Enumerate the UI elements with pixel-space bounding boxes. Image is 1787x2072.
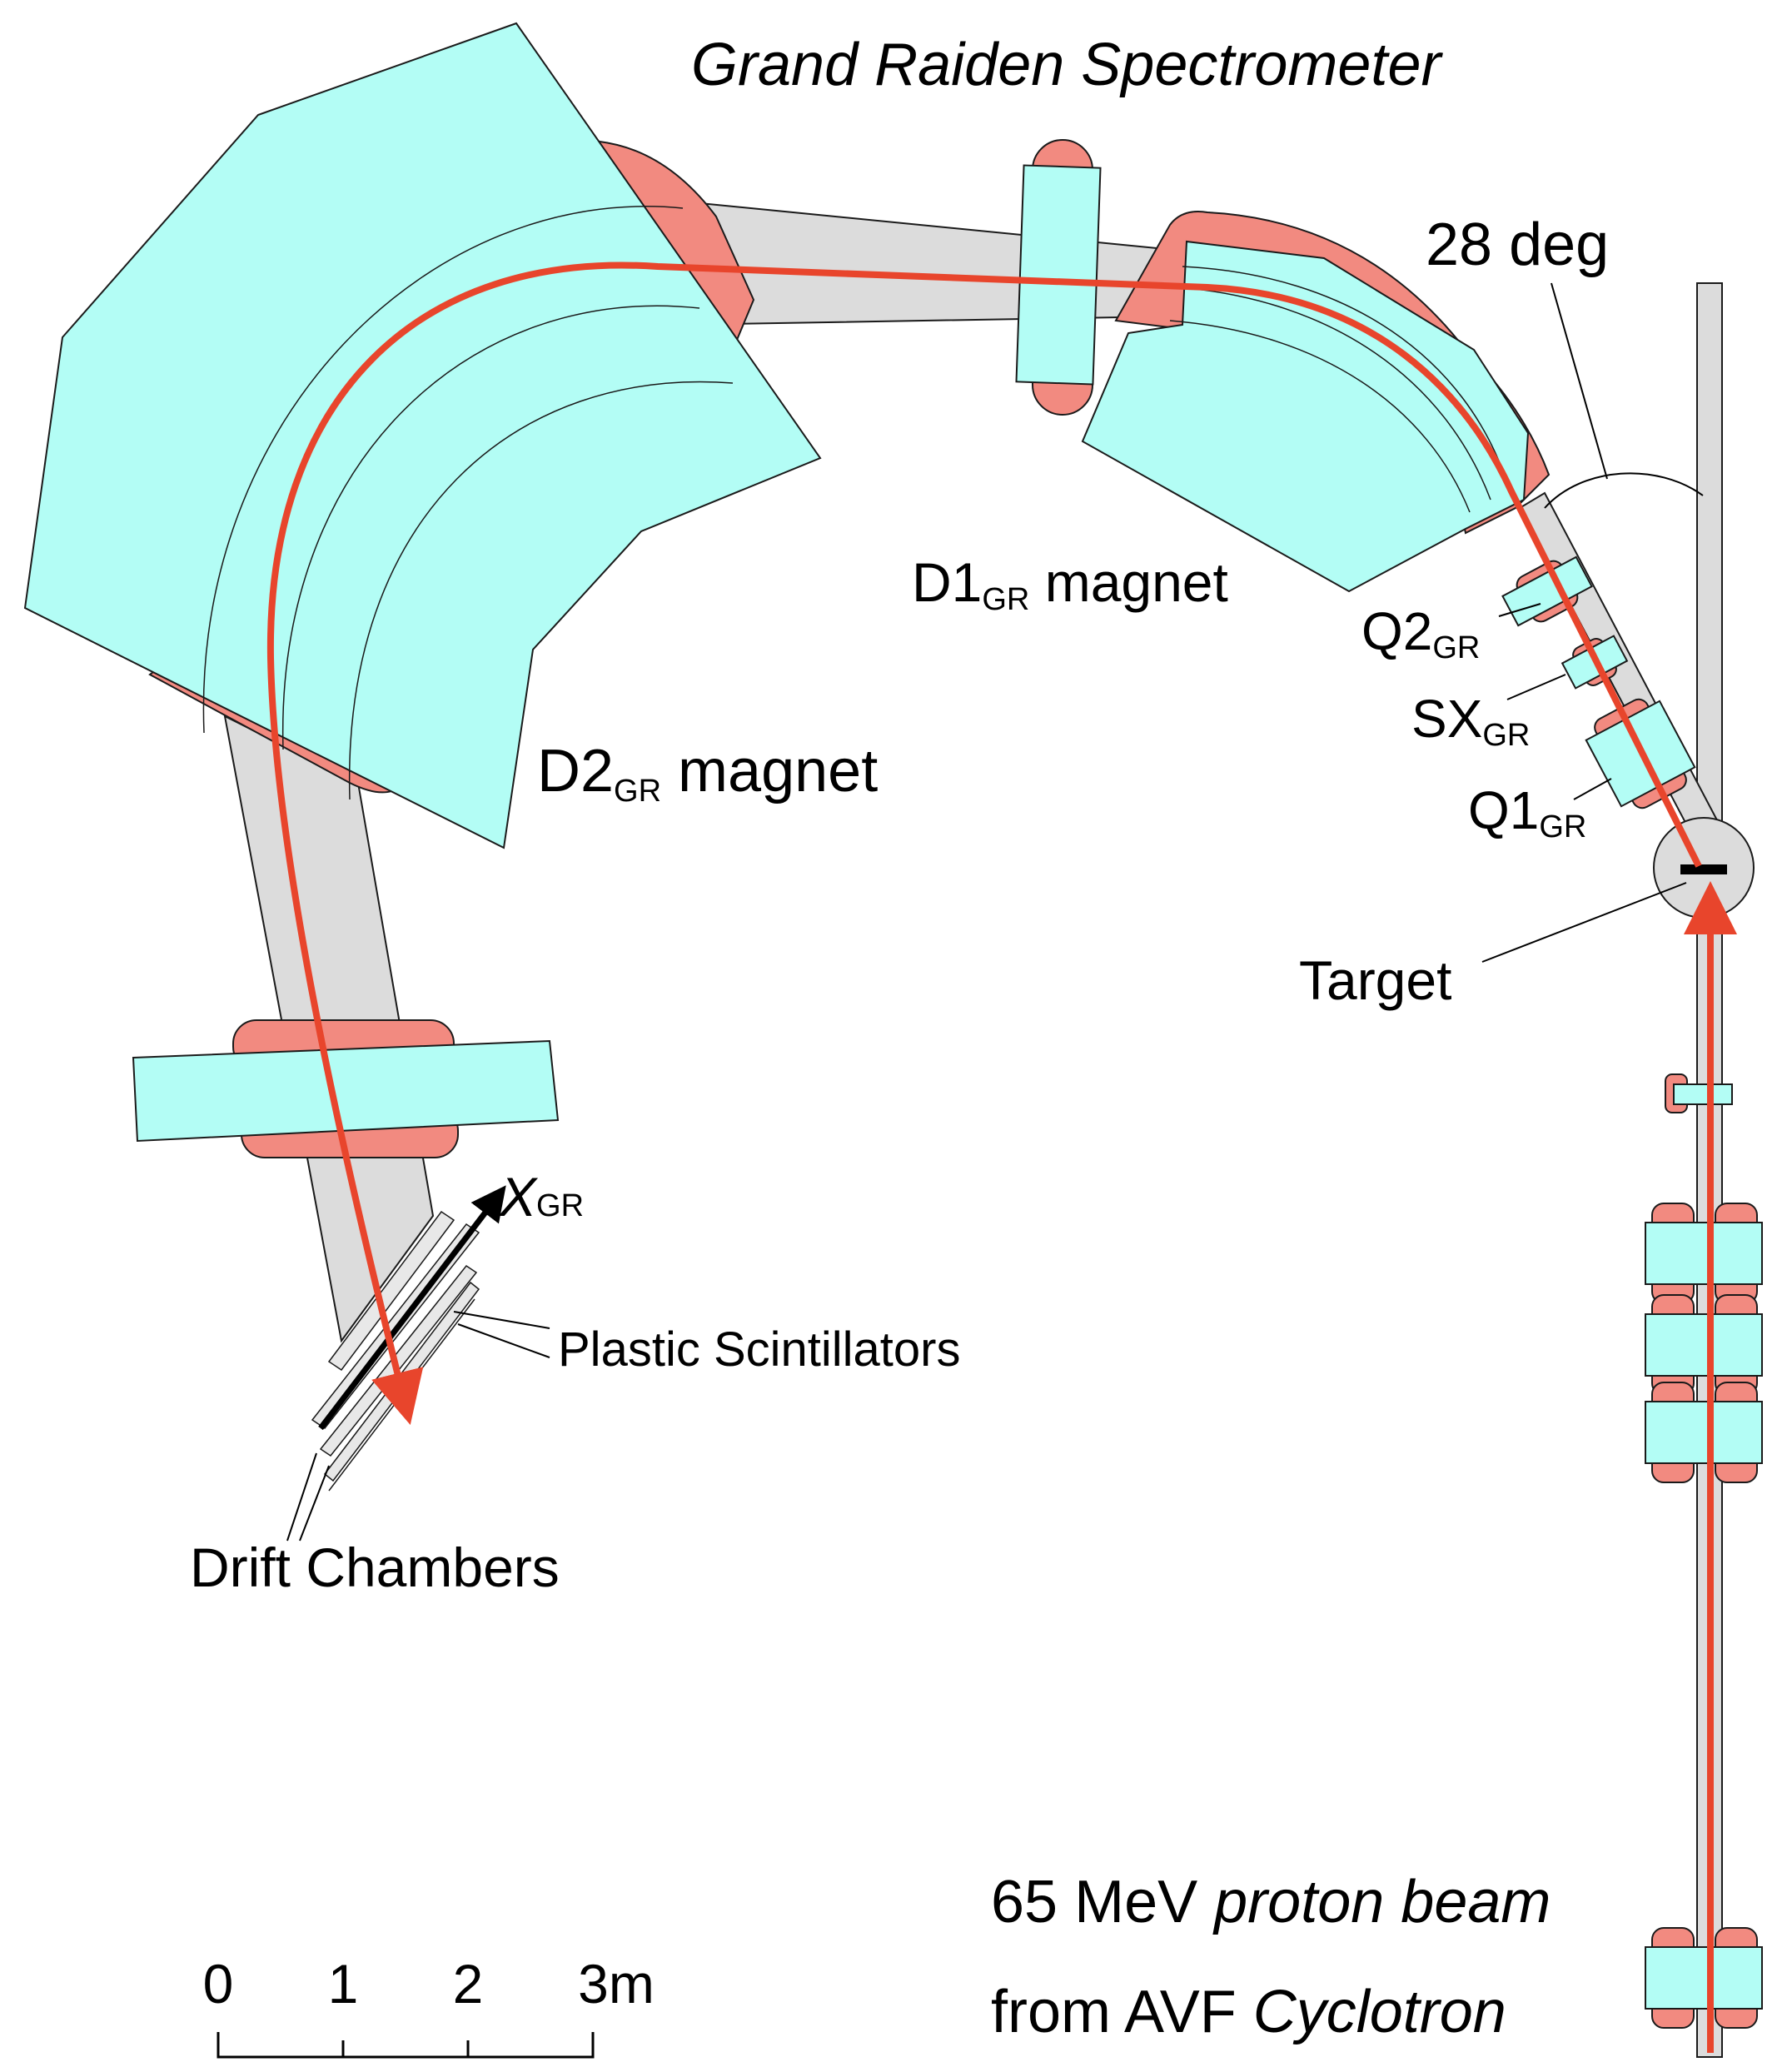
angle-leader xyxy=(1551,282,1608,480)
sx-leader xyxy=(1506,674,1566,700)
xgr-label: XGR xyxy=(498,1166,584,1228)
drift-chamber-1 xyxy=(319,1264,478,1457)
scale-bar: 0 1 2 3m xyxy=(203,1953,655,2059)
beamline-magnets xyxy=(1645,1073,1763,2029)
target-label: Target xyxy=(1299,949,1451,1011)
scale-tick-0: 0 xyxy=(203,1953,234,2015)
bottom-quad-body xyxy=(1645,1946,1763,2010)
steerer xyxy=(1665,1073,1733,1113)
drift-chamber-leader xyxy=(286,1452,330,1542)
d1-label: D1GR magnet xyxy=(912,551,1228,617)
target-leader xyxy=(1481,882,1687,963)
d1-arc-1 xyxy=(1182,266,1508,484)
drift-chambers-label: Drift Chambers xyxy=(190,1537,560,1598)
upper-target-pipe xyxy=(1696,282,1723,834)
triplet2-body xyxy=(1645,1313,1763,1377)
d2-magnet xyxy=(23,22,822,849)
target-chamber xyxy=(1653,817,1755,919)
beam-trajectory-spectrometer xyxy=(266,261,1702,1426)
q1-label: Q1GR xyxy=(1468,780,1586,844)
title: Grand Raiden Spectrometer xyxy=(691,32,1443,98)
quad-triplet-1 xyxy=(1645,1203,1763,1304)
angle-arc xyxy=(1544,472,1704,509)
beam-label-line2: from AVF Cyclotron xyxy=(991,1979,1506,2045)
beam-label-line1: 65 MeV proton beam xyxy=(991,1869,1551,1935)
quad-bottom xyxy=(1645,1927,1763,2029)
d2-arc-mid xyxy=(282,305,700,750)
exit-quad-body xyxy=(132,1039,560,1143)
d1-magnet-body xyxy=(1081,240,1530,593)
triplet1-body xyxy=(1645,1222,1763,1285)
q2-leader xyxy=(1498,603,1541,617)
scintillator-leader xyxy=(453,1311,550,1358)
leader-lines xyxy=(286,282,1704,1542)
quad-triplet-2 xyxy=(1645,1294,1763,1396)
sx-label: SXGR xyxy=(1411,689,1530,753)
d2-arc-inner xyxy=(348,381,734,800)
exit-quadrupole xyxy=(132,1019,560,1158)
q2-label: Q2GR xyxy=(1361,601,1480,665)
d2-label: D2GR magnet xyxy=(537,738,878,809)
scintillators-label: Plastic Scintillators xyxy=(558,1322,960,1377)
scale-tick-1: 1 xyxy=(328,1953,359,2015)
d2-arc-outer xyxy=(202,206,684,734)
quad-triplet-3 xyxy=(1645,1382,1763,1483)
scale-bar-line xyxy=(217,2032,595,2059)
d1-arc-2 xyxy=(1177,286,1491,501)
plastic-scintillator-1 xyxy=(327,1210,455,1372)
q1-leader xyxy=(1573,778,1612,800)
d1-magnet xyxy=(1081,211,1551,593)
d1-d2-quadrupole xyxy=(1015,139,1102,416)
target-foil xyxy=(1680,864,1727,874)
xgr-axis-arrow xyxy=(318,1185,506,1431)
triplet3-body xyxy=(1645,1401,1763,1464)
scale-tick-2: 2 xyxy=(453,1953,484,2015)
d1-d2-quad-body xyxy=(1015,164,1102,386)
steerer-body xyxy=(1673,1083,1733,1105)
angle-label: 28 deg xyxy=(1426,212,1609,278)
d2-magnet-body xyxy=(23,22,822,849)
scale-tick-3: 3m xyxy=(578,1953,655,2015)
d1-arc-3 xyxy=(1169,320,1471,513)
